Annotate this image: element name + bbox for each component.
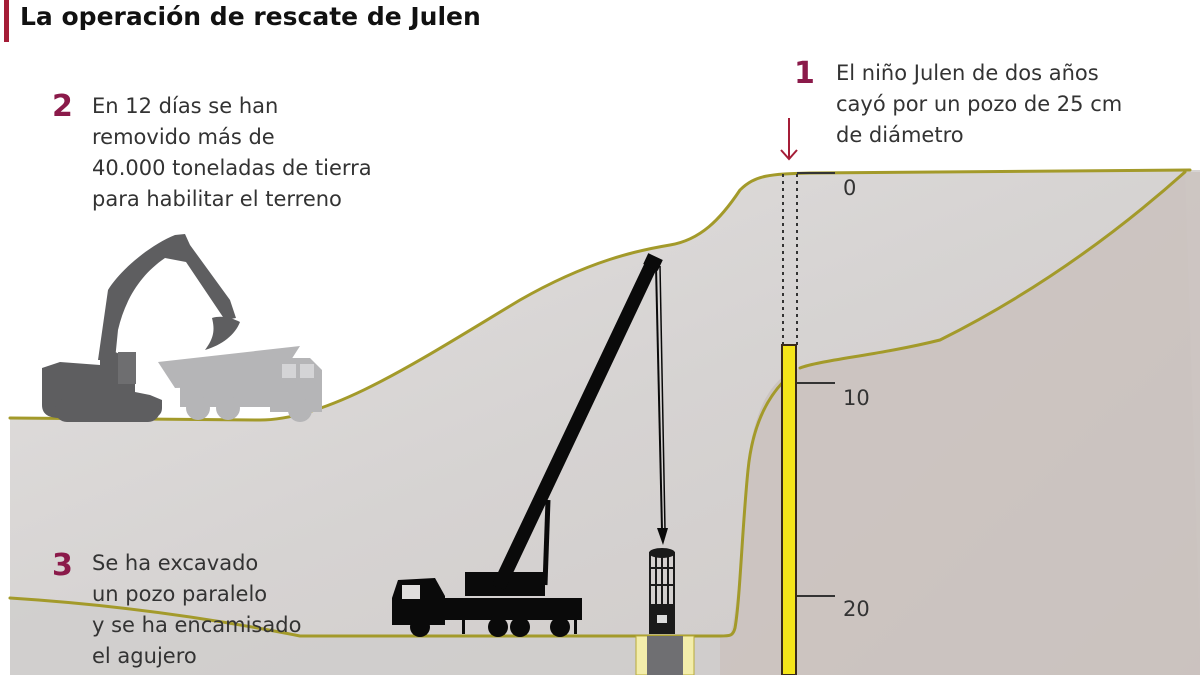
rescue-capsule-icon bbox=[649, 548, 675, 634]
terrain-outline bbox=[8, 168, 1192, 638]
note-3-line-1: Se ha excavado bbox=[92, 551, 259, 575]
depth-label-0: 0 bbox=[843, 176, 857, 200]
depth-ticks bbox=[797, 172, 835, 597]
dump-truck-icon bbox=[158, 346, 322, 422]
note-number-3: 3 bbox=[52, 548, 73, 583]
note-3: 3 Se ha excavado un pozo paralelo y se h… bbox=[52, 548, 302, 672]
note-2-line-4: para habilitar el terreno bbox=[92, 187, 342, 211]
note-3-line-4: el agujero bbox=[92, 644, 197, 668]
note-2-line-3: 40.000 toneladas de tierra bbox=[92, 156, 372, 180]
arrow-down-icon bbox=[780, 118, 798, 161]
well-shaft bbox=[781, 344, 797, 675]
note-2-line-1: En 12 días se han bbox=[92, 94, 279, 118]
parallel-shaft bbox=[635, 635, 695, 675]
original-well bbox=[782, 174, 798, 345]
crane-truck-icon bbox=[392, 253, 668, 637]
note-3-line-2: un pozo paralelo bbox=[92, 582, 268, 606]
note-number-2: 2 bbox=[52, 89, 73, 124]
header: La operación de rescate de Julen bbox=[0, 0, 800, 44]
page-title: La operación de rescate de Julen bbox=[20, 2, 481, 31]
note-3-line-3: y se ha encamisado bbox=[92, 613, 302, 637]
note-2-line-2: removido más de bbox=[92, 125, 275, 149]
excavator-icon bbox=[42, 234, 240, 422]
depth-label-10: 10 bbox=[843, 386, 870, 410]
note-1: 1 El niño Julen de dos años cayó por un … bbox=[794, 58, 1123, 151]
title-accent-bar bbox=[4, 0, 9, 42]
note-1-line-1: El niño Julen de dos años bbox=[836, 61, 1099, 85]
note-2: 2 En 12 días se han removido más de 40.0… bbox=[52, 91, 372, 215]
note-1-line-3: de diámetro bbox=[836, 123, 964, 147]
note-1-line-2: cayó por un pozo de 25 cm bbox=[836, 92, 1123, 116]
note-number-1: 1 bbox=[794, 56, 815, 91]
depth-label-20: 20 bbox=[843, 597, 870, 621]
